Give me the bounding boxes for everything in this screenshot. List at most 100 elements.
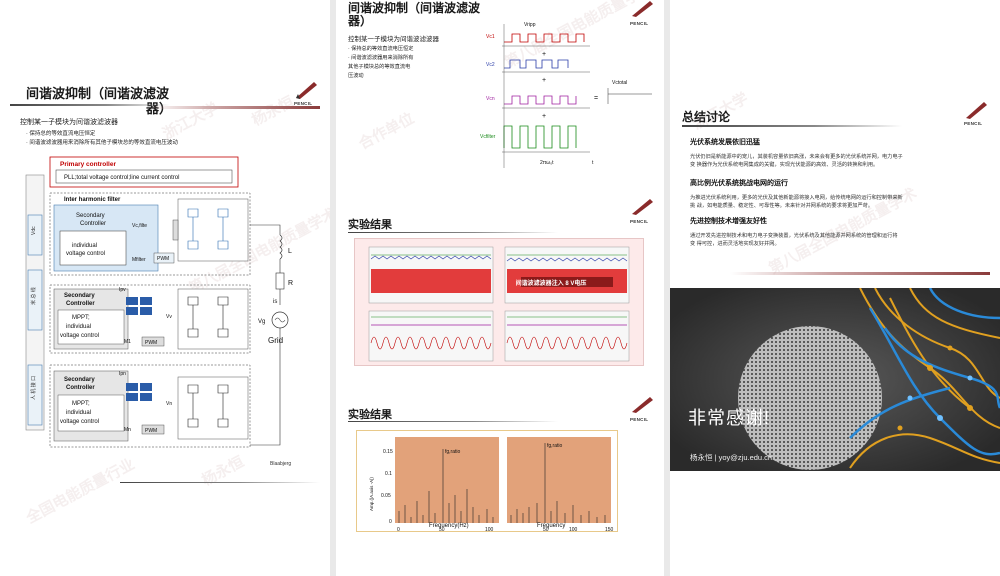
indiv-label: individual	[66, 324, 91, 330]
title-accent-bar	[150, 106, 320, 109]
slide-interharmonic-results: 第八届全国电能质量学术 合作单位 间谐波抑制（间谐波滤波 器） PENCIL 控…	[336, 0, 664, 576]
spectrum-figure: 0.15 0.1 0.05 0 0 50 100 50 100 150 Freq…	[356, 430, 618, 533]
inductor-label: L	[288, 248, 292, 255]
grid-label: Grid	[268, 336, 283, 345]
vn-label: Vn	[166, 401, 172, 407]
pencil-icon	[632, 397, 653, 413]
section-body: 挑 战，如电能质量、稳定性、可靠性等。未来针对并网系统的要求将更加严苛。	[690, 203, 874, 209]
logo-text: PENCIL	[630, 417, 649, 422]
slide-interharmonic-diagram: 浙江大学 杨永恒 第八届全国电能质量学术 全国电能质量行业 杨永恒 间谐波抑制（…	[0, 0, 330, 576]
t-label: t	[592, 160, 594, 166]
y-tick: 0	[389, 519, 392, 525]
wave-label: Vcfilter	[480, 134, 496, 140]
vc-filter-label: Vc,filte	[132, 223, 147, 229]
bullet-list: · 保持总的等效直流电压恒定 · 间谐波滤波器用来消除所有其他子模块总的等效直流…	[26, 130, 178, 148]
logo-text: PENCIL	[964, 121, 983, 126]
vv-label: Vv	[166, 314, 172, 320]
section-heading: 高比例光伏系统挑战电网的运行	[690, 180, 788, 187]
section-title: 实验结果	[348, 409, 392, 421]
section-body: 变 得可控，进而灵活地实现友好并网。	[690, 241, 780, 247]
scope-caption: 间谐波滤波器注入 8 V电压	[515, 281, 587, 287]
pencil-logo: PENCIL	[964, 100, 988, 126]
ipn-label: Ipn	[119, 371, 126, 377]
secondary1-label: Controller	[66, 301, 95, 307]
title-underline	[682, 125, 902, 127]
x-tick: 100	[485, 527, 494, 533]
section-body: 光伏仍旧是新能源中的宠儿，其装机容量依旧高涨，未来会有更多的光伏系统并网，电力电…	[690, 154, 903, 160]
section-heading: 光伏系统发展依旧迅猛	[690, 139, 760, 146]
pencil-icon	[296, 82, 317, 99]
secondary2-label: Secondary	[64, 377, 95, 383]
pencil-icon	[966, 102, 987, 119]
x-label: Frequency(Hz)	[429, 523, 469, 529]
logo-text: PENCIL	[630, 21, 649, 26]
ihf-label: Inter harmonic filter	[64, 197, 121, 203]
watermark: 合作单位	[355, 108, 417, 153]
vg-label: Vg	[258, 319, 265, 325]
bullet-item: · 间谐波滤波器用来消除所有	[348, 55, 414, 61]
plus-sign: +	[542, 113, 546, 120]
control-diagram: Vdc 米 总 线 人 机 接 口 Primary controller PLL…	[25, 156, 293, 467]
bullet-item: 其他子模块总的等效直流电	[348, 64, 411, 70]
wave-label: Vctotal	[612, 80, 627, 86]
scope-plots	[368, 246, 630, 362]
x-label: Frequency	[537, 523, 565, 529]
title-line: 间谐波抑制（间谐波滤波	[26, 86, 170, 101]
mfilter-label: Mfilter	[132, 257, 146, 263]
summary-section: 高比例光伏系统挑战电网的运行 为推进光伏系统利用，更多的光伏及其他新能源将接入电…	[690, 178, 990, 210]
primary-controller-label: Primary controller	[60, 161, 116, 168]
ipv-label: Ipv	[119, 287, 126, 293]
divider-bar	[730, 272, 990, 275]
page-title: 间谐波抑制（间谐波滤波 器）	[26, 86, 172, 116]
circuit-art	[670, 288, 1000, 471]
bullet-text: 间谐波滤波器用来消除所有	[351, 55, 414, 61]
bullet-text: 保持总的等效直流电压恒定	[351, 46, 414, 52]
wave-label: Vcn	[486, 96, 495, 102]
waveform-diagram: Vc1 Vc2 Vcn Vcfilter Vctotal Vripp + + +…	[480, 22, 652, 168]
m1-label: M1	[124, 339, 131, 345]
slide-summary: 浙江大学 第八届全国电能质量学术 总结讨论 PENCIL 光伏系统发展依旧迅猛 …	[670, 0, 1000, 576]
title-underline	[10, 104, 170, 106]
contact-info: 杨永恒 | yoy@zju.edu.cn	[690, 453, 773, 462]
wave-label: Vripp	[524, 22, 536, 28]
bullet-text: 间谐波滤波器用来消除所有其他子模块总的等效直流电压波动	[29, 140, 178, 146]
logo-text: PENCIL	[294, 101, 313, 106]
left-col-label: 人 机 接 口	[30, 376, 37, 400]
x-tick: 0	[397, 527, 400, 533]
resistor-label: R	[288, 280, 293, 287]
pwm-label: PWM	[145, 428, 157, 434]
spectrum-plots: 0.15 0.1 0.05 0 0 50 100 50 100 150 Freq…	[369, 437, 614, 533]
y-label: Amp.(|A.axis -A|)	[369, 477, 374, 511]
subtitle: 控制某一子模块为间谐波滤波器	[348, 36, 439, 43]
section-heading: 先进控制技术增强友好性	[690, 218, 767, 225]
pll-label: PLL;total voltage control;line current c…	[64, 175, 179, 181]
y-tick: 0.1	[385, 471, 392, 477]
wave-label: Vc2	[486, 62, 495, 68]
indiv-label: individual	[66, 410, 91, 416]
bullet-item: 压波动	[348, 73, 364, 79]
indiv-label: voltage control	[66, 251, 105, 257]
is-label: is	[273, 299, 277, 305]
author-label: Blaabjerg	[270, 461, 291, 467]
y-tick: 0.05	[381, 493, 391, 499]
x-tick: 50	[439, 527, 445, 533]
indiv-label: individual	[72, 243, 97, 249]
section-title: 实验结果	[348, 219, 392, 231]
wave-label: Vc1	[486, 34, 495, 40]
indiv-label: voltage control	[60, 333, 99, 339]
section-underline	[348, 421, 558, 422]
sec-ctrl-label: Controller	[80, 221, 106, 227]
logo-text: PENCIL	[630, 219, 649, 224]
thanks-panel: 非常感谢! 杨永恒 | yoy@zju.edu.cn	[670, 288, 1000, 471]
period-label: 2πω₀t	[540, 160, 554, 166]
section-underline	[348, 232, 558, 233]
footer-line	[120, 482, 320, 483]
bullet-list: · 保持总的等效直流电压恒定 · 间谐波滤波器用来消除所有 其他子模块总的等效直…	[348, 45, 413, 81]
secondary2-label: Controller	[66, 385, 95, 391]
left-col-label: 米 总 线	[30, 287, 37, 305]
left-col-label: Vdc	[31, 226, 37, 235]
equals-sign: =	[594, 95, 598, 102]
pwm-label: PWM	[157, 256, 169, 262]
indiv-label: voltage control	[60, 419, 99, 425]
y-tick: 0.15	[383, 449, 393, 455]
